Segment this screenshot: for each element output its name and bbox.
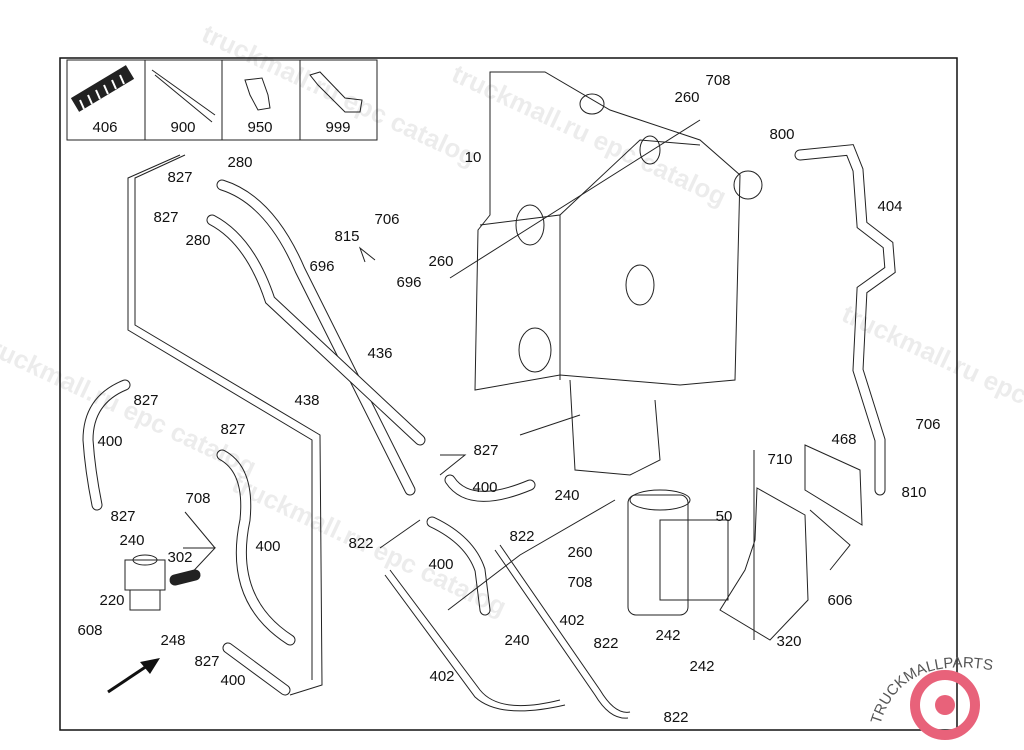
part-number-label: 606: [827, 592, 852, 609]
part-number-label: 240: [504, 632, 529, 649]
part-number-label: 242: [689, 658, 714, 675]
part-number-label: 242: [655, 627, 680, 644]
part-number-label: 810: [901, 484, 926, 501]
part-number-label: 827: [194, 653, 219, 670]
part-number-label: 706: [915, 416, 940, 433]
part-number-label: 827: [220, 421, 245, 438]
part-number-label: 800: [769, 126, 794, 143]
part-number-label: 822: [348, 535, 373, 552]
part-number-label: 822: [663, 709, 688, 726]
pump-50: [627, 489, 729, 616]
tube-402-b: [499, 544, 631, 713]
strap-icon: [151, 69, 216, 123]
thumbnail-strip: [66, 59, 378, 141]
part-number-label: 827: [133, 392, 158, 409]
part-number-label: 400: [472, 479, 497, 496]
direction-arrow-icon: [107, 658, 160, 694]
part-number-label: 240: [554, 487, 579, 504]
thumbnail-label: 900: [170, 119, 195, 136]
part-number-label: 400: [97, 433, 122, 450]
part-number-label: 280: [185, 232, 210, 249]
part-number-label: 696: [396, 274, 421, 291]
bellows-icon: [70, 65, 135, 112]
part-number-label: 302: [167, 549, 192, 566]
tool-icon: [309, 71, 363, 113]
part-number-label: 220: [99, 592, 124, 609]
part-number-label: 822: [593, 635, 618, 652]
part-number-label: 260: [428, 253, 453, 270]
part-number-label: 402: [559, 612, 584, 629]
part-number-label: 827: [110, 508, 135, 525]
thumbnail-label: 950: [247, 119, 272, 136]
part-number-label: 248: [160, 632, 185, 649]
tube-402-a: [389, 569, 561, 707]
part-number-label: 280: [227, 154, 252, 171]
part-number-label: 827: [153, 209, 178, 226]
part-number-label: 400: [220, 672, 245, 689]
watermark-text: truckmall.ru epc catalog: [0, 328, 261, 482]
part-number-label: 706: [374, 211, 399, 228]
part-number-label: 710: [767, 451, 792, 468]
tube-438-inner: [127, 154, 313, 680]
bracket-320: [719, 444, 863, 641]
part-number-label: 608: [77, 622, 102, 639]
part-number-label: 468: [831, 431, 856, 448]
part-number-label: 696: [309, 258, 334, 275]
part-number-label: 827: [473, 442, 498, 459]
thumbnail-label: 406: [92, 119, 117, 136]
watermark-text: truckmall.ru epc catalog: [197, 18, 481, 172]
part-number-label: 400: [255, 538, 280, 555]
tube-438: [134, 154, 323, 696]
truckmall-parts-logo: TRUCKMALLPARTS: [868, 654, 994, 740]
diagram-frame: [59, 57, 958, 731]
tank: [449, 71, 763, 476]
part-number-label: 400: [428, 556, 453, 573]
part-number-label: 404: [877, 198, 902, 215]
part-number-label: 50: [716, 508, 733, 525]
part-number-label: 436: [367, 345, 392, 362]
part-number-label: 822: [509, 528, 534, 545]
part-number-label: 240: [119, 532, 144, 549]
part-number-label: 260: [674, 89, 699, 106]
part-number-label: 827: [167, 169, 192, 186]
leader-lines: [183, 246, 851, 611]
part-number-label: 815: [334, 228, 359, 245]
part-number-label: 10: [465, 149, 482, 166]
bracket-icon: [244, 77, 271, 111]
part-number-label: 402: [429, 668, 454, 685]
part-number-label: 708: [567, 574, 592, 591]
part-number-label: 260: [567, 544, 592, 561]
part-number-label: 708: [185, 490, 210, 507]
valve-220: [124, 554, 201, 611]
part-number-label: 438: [294, 392, 319, 409]
thumbnail-label: 999: [325, 119, 350, 136]
part-number-label: 708: [705, 72, 730, 89]
part-number-label: 320: [776, 633, 801, 650]
